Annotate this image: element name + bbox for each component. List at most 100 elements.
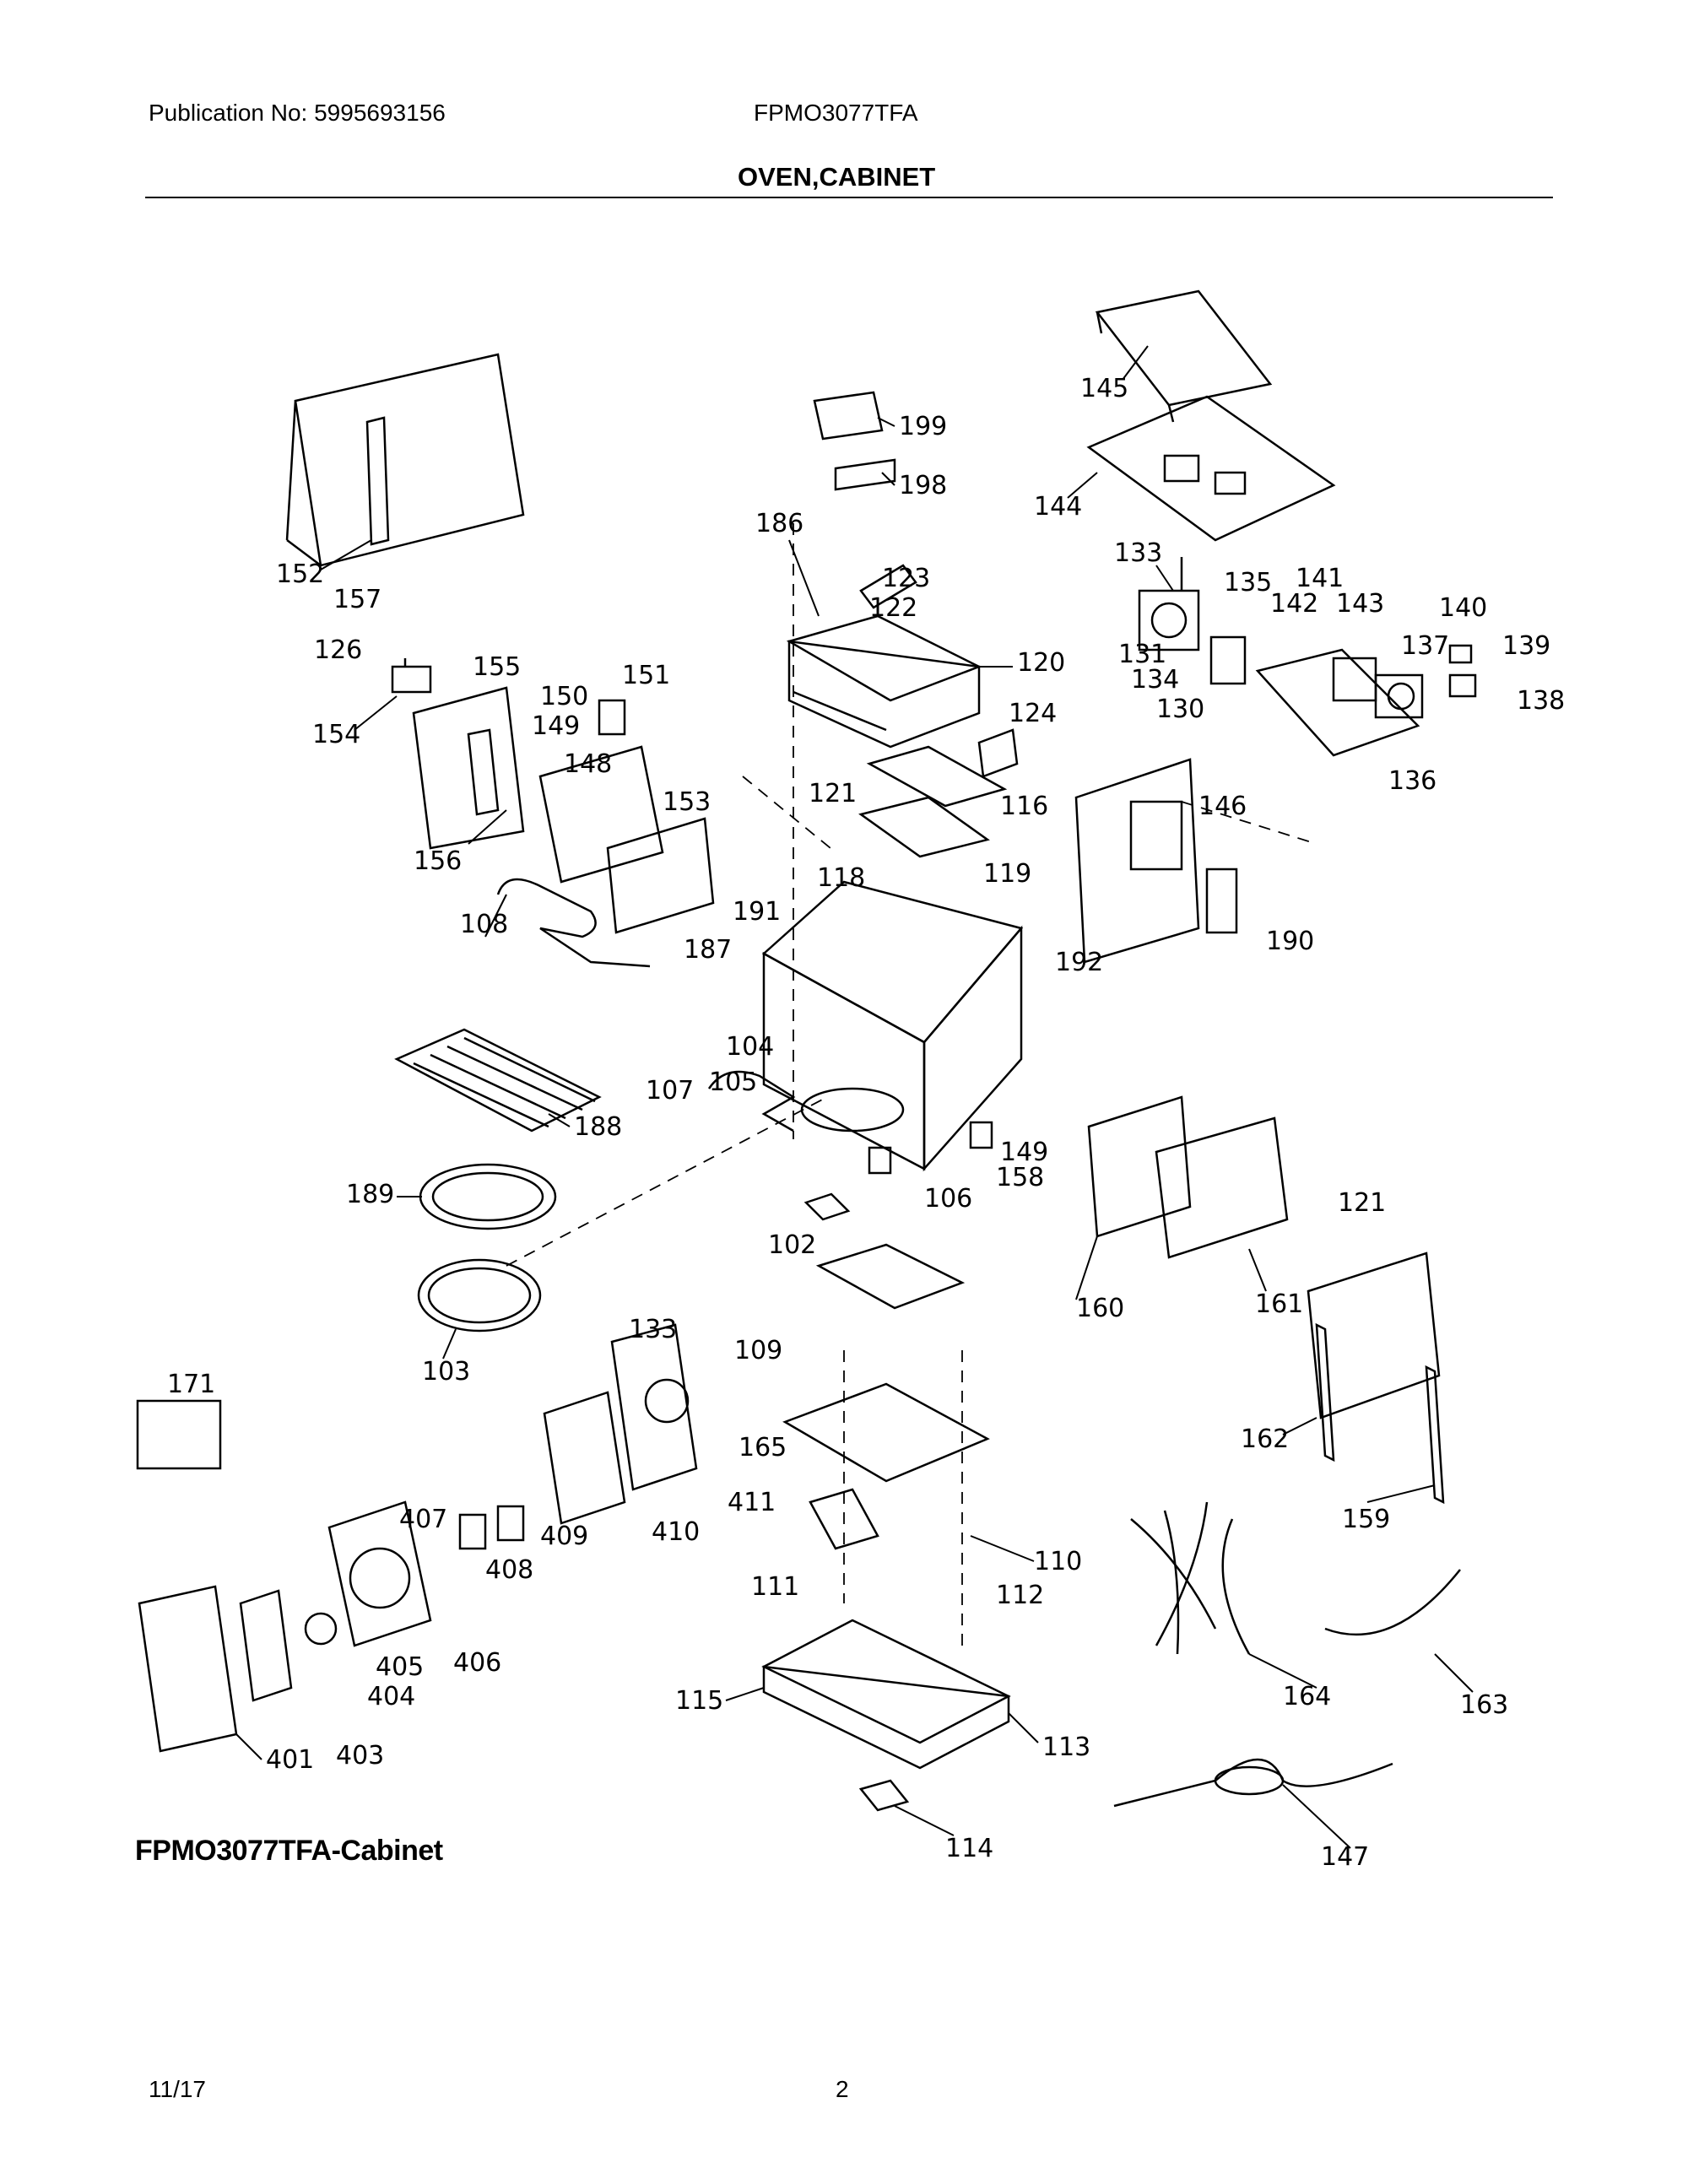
callout-107: 107 [646, 1076, 694, 1106]
callout-160: 160 [1076, 1294, 1124, 1323]
callout-135: 135 [1224, 568, 1272, 597]
part-153 [538, 745, 715, 934]
part-120-cavity-top [786, 614, 982, 749]
callout-156: 156 [414, 846, 462, 876]
callout-126: 126 [314, 635, 362, 665]
callout-188: 188 [574, 1112, 622, 1142]
part-102 [803, 1192, 851, 1221]
callout-108: 108 [460, 910, 508, 939]
callout-141: 141 [1296, 564, 1344, 593]
callout-152: 152 [276, 560, 324, 589]
callout-119: 119 [983, 859, 1031, 889]
part-106 [868, 1146, 892, 1175]
callout-192: 192 [1055, 948, 1103, 977]
callout-102: 102 [768, 1230, 816, 1260]
part-130 [1209, 635, 1247, 685]
callout-120: 120 [1017, 648, 1065, 678]
callout-123: 123 [882, 564, 930, 593]
callout-199: 199 [899, 412, 947, 441]
callout-407: 407 [399, 1505, 447, 1534]
leader-lines [235, 345, 1474, 1849]
callout-121b: 121 [1338, 1188, 1386, 1218]
part-116-119 [858, 745, 1008, 858]
part-156 [412, 686, 525, 850]
part-199-198 [813, 391, 896, 491]
door-assembly [138, 1500, 525, 1753]
callout-161: 161 [1255, 1289, 1303, 1319]
callout-133: 133 [1114, 538, 1162, 568]
callout-405: 405 [376, 1652, 424, 1682]
part-136-137 [1255, 648, 1424, 757]
callout-121: 121 [809, 779, 857, 808]
callout-112: 112 [996, 1581, 1044, 1610]
callout-198: 198 [899, 471, 947, 500]
part-110-111 [782, 1382, 990, 1550]
callout-labels: 145 199 198 144 152 157 186 123 122 133 … [167, 374, 1565, 1872]
callout-165: 165 [738, 1433, 787, 1462]
part-114 [858, 1779, 910, 1812]
callout-122: 122 [869, 593, 917, 623]
callout-147: 147 [1321, 1842, 1369, 1872]
callout-410: 410 [652, 1517, 700, 1547]
callout-187: 187 [684, 935, 732, 965]
wire-harness [1113, 1501, 1461, 1808]
part-144 [1086, 395, 1336, 542]
callout-109: 109 [734, 1336, 782, 1365]
callout-186: 186 [755, 509, 803, 538]
callout-118: 118 [817, 863, 865, 893]
callout-131: 131 [1118, 640, 1166, 669]
part-189-turntable [419, 1163, 557, 1230]
callout-105: 105 [709, 1068, 757, 1097]
callout-149: 149 [532, 711, 580, 741]
callout-106: 106 [924, 1184, 972, 1214]
callout-403: 403 [336, 1741, 384, 1770]
model-number: FPMO3077TFA [754, 100, 918, 126]
footer-date: 11/17 [149, 2076, 206, 2102]
section-title: OVEN,CABINET [738, 162, 936, 192]
callout-145: 145 [1080, 374, 1128, 403]
callout-150: 150 [540, 682, 588, 711]
callout-146: 146 [1198, 792, 1247, 821]
callout-110: 110 [1034, 1547, 1082, 1576]
callout-406: 406 [453, 1648, 501, 1678]
callout-124: 124 [1009, 699, 1057, 728]
part-109 [815, 1243, 966, 1310]
callout-191: 191 [733, 897, 781, 927]
callout-158: 158 [996, 1163, 1044, 1192]
part-152-157-side-panel [285, 353, 525, 567]
callout-134: 134 [1131, 665, 1179, 695]
callout-164: 164 [1283, 1682, 1331, 1711]
part-107-heater [707, 1070, 796, 1133]
header-rule [145, 197, 1553, 198]
callout-142: 142 [1270, 589, 1318, 619]
part-124 [977, 728, 1019, 778]
callout-189: 189 [346, 1180, 394, 1209]
callout-153: 153 [663, 787, 711, 817]
callout-155: 155 [473, 652, 521, 682]
callout-154: 154 [312, 720, 360, 749]
diagram-caption: FPMO3077TFA-Cabinet [135, 1835, 443, 1867]
callout-159: 159 [1342, 1505, 1390, 1534]
callout-111: 111 [751, 1572, 799, 1602]
callout-144: 144 [1034, 492, 1082, 522]
callout-114: 114 [945, 1834, 993, 1863]
part-146 [1074, 758, 1200, 964]
callout-116: 116 [1000, 792, 1048, 821]
callout-103: 103 [422, 1357, 470, 1387]
callout-138: 138 [1517, 686, 1565, 716]
callout-157: 157 [333, 585, 381, 614]
part-159-162 [1307, 1251, 1445, 1505]
part-154-155 [391, 658, 432, 694]
callout-411: 411 [728, 1488, 776, 1517]
callout-401: 401 [266, 1745, 314, 1775]
callout-148: 148 [564, 749, 612, 779]
callout-104: 104 [726, 1032, 774, 1062]
part-410-411 [543, 1323, 698, 1525]
publication-number: Publication No: 5995693156 [149, 100, 446, 126]
callout-171: 171 [167, 1370, 215, 1399]
callout-408: 408 [485, 1555, 533, 1585]
part-113-115-base [761, 1619, 1011, 1770]
callout-130: 130 [1156, 695, 1204, 724]
callout-404: 404 [367, 1682, 415, 1711]
